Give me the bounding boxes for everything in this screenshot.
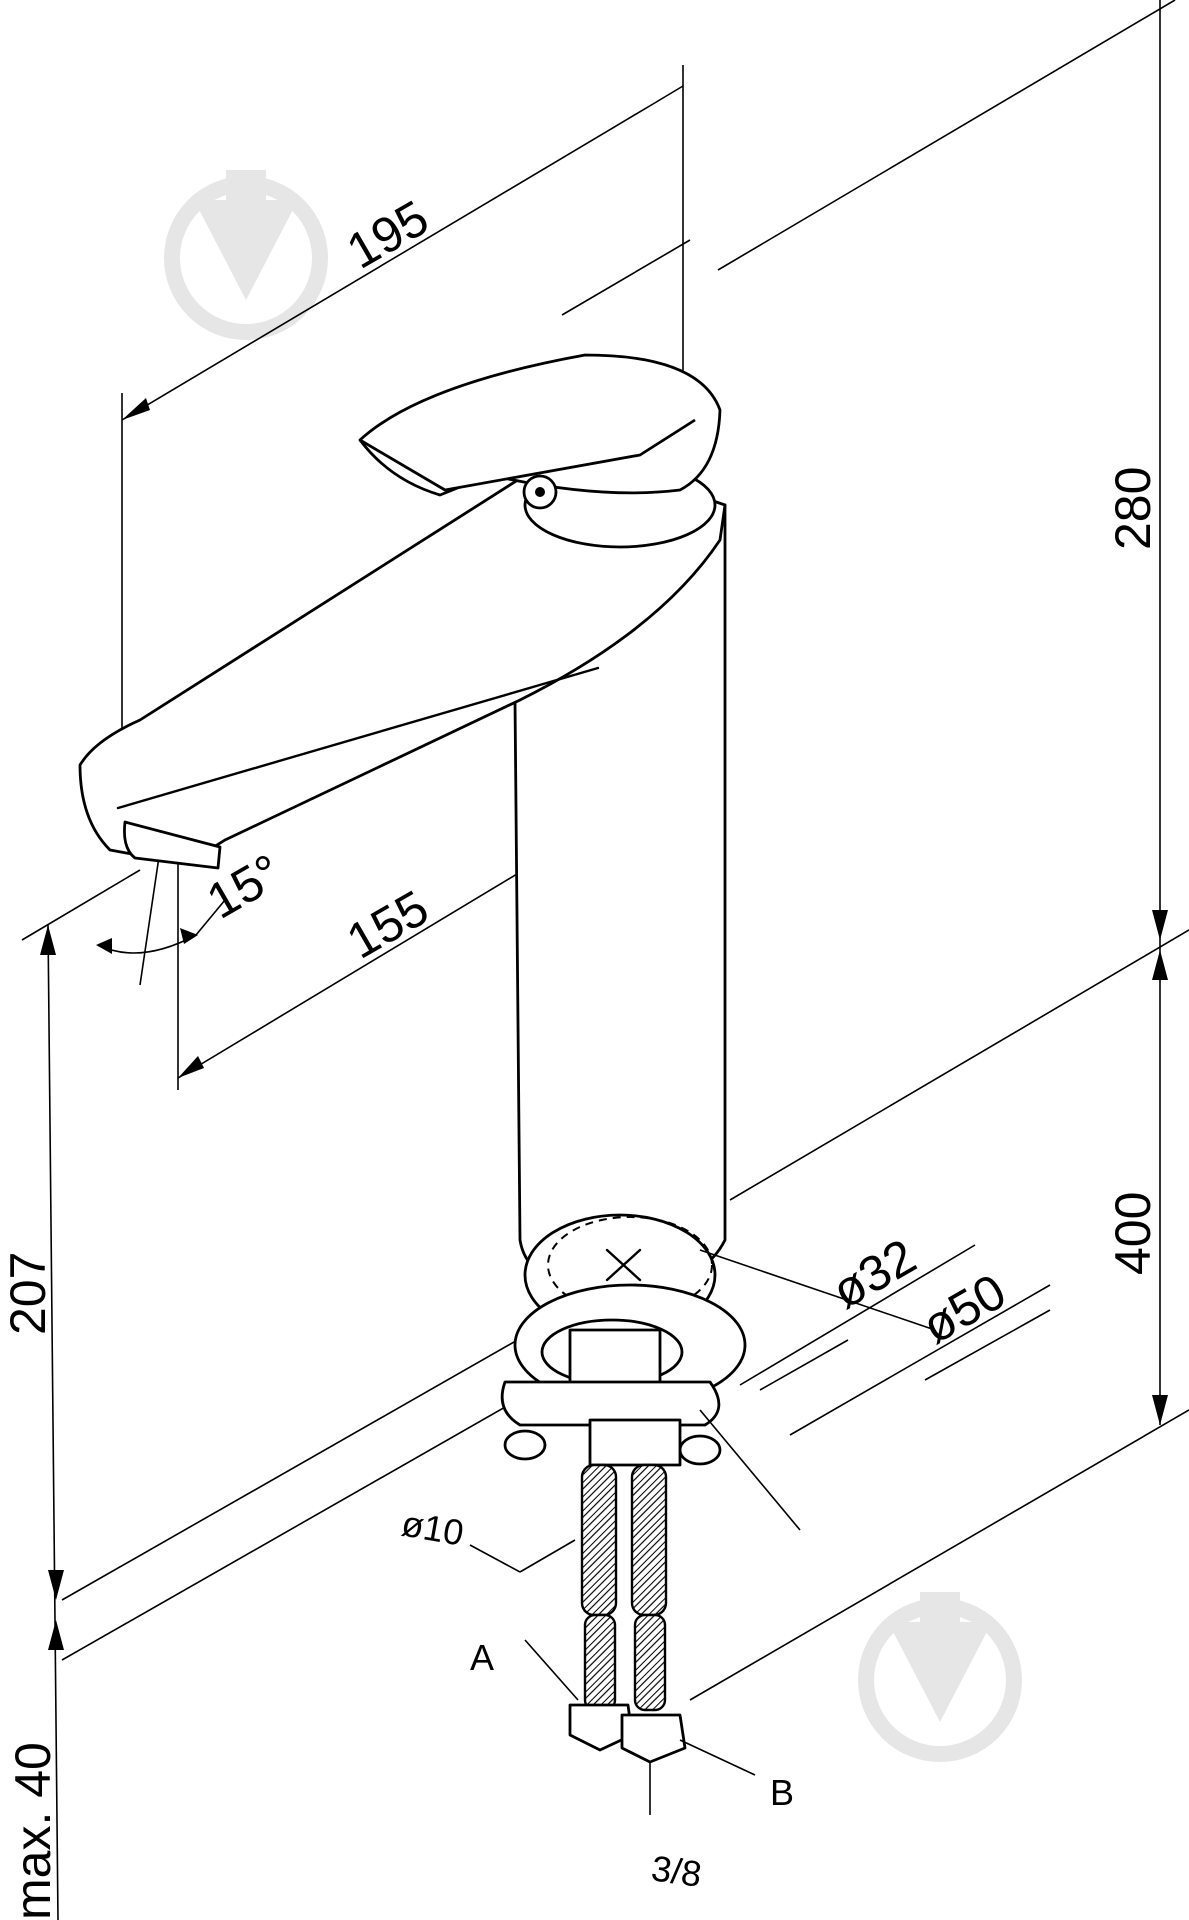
label-d50: ø50 (913, 1263, 1016, 1355)
angle-15 (96, 849, 226, 986)
label-d32: ø32 (823, 1228, 926, 1320)
hoses (469, 1463, 756, 1815)
label-400: 400 (1105, 1192, 1161, 1275)
label-3-8: 3/8 (649, 1847, 704, 1895)
label-d10: ø10 (399, 1503, 467, 1554)
dimension-207-max40 (21, 869, 571, 1920)
label-195: 195 (338, 189, 438, 279)
label-max-40: max. 40 (5, 1742, 61, 1920)
label-B: B (770, 1772, 794, 1813)
faucet-body (78, 353, 727, 1292)
dimension-diameters (699, 1244, 1051, 1531)
faucet-base (500, 1213, 747, 1467)
label-A: A (470, 1637, 494, 1678)
watermark-top-icon (164, 170, 328, 340)
label-207: 207 (0, 1252, 56, 1335)
watermark-bottom-icon (858, 1592, 1022, 1762)
label-280: 280 (1105, 467, 1161, 550)
label-155: 155 (338, 879, 438, 969)
dimension-280-400 (689, 0, 1189, 1701)
